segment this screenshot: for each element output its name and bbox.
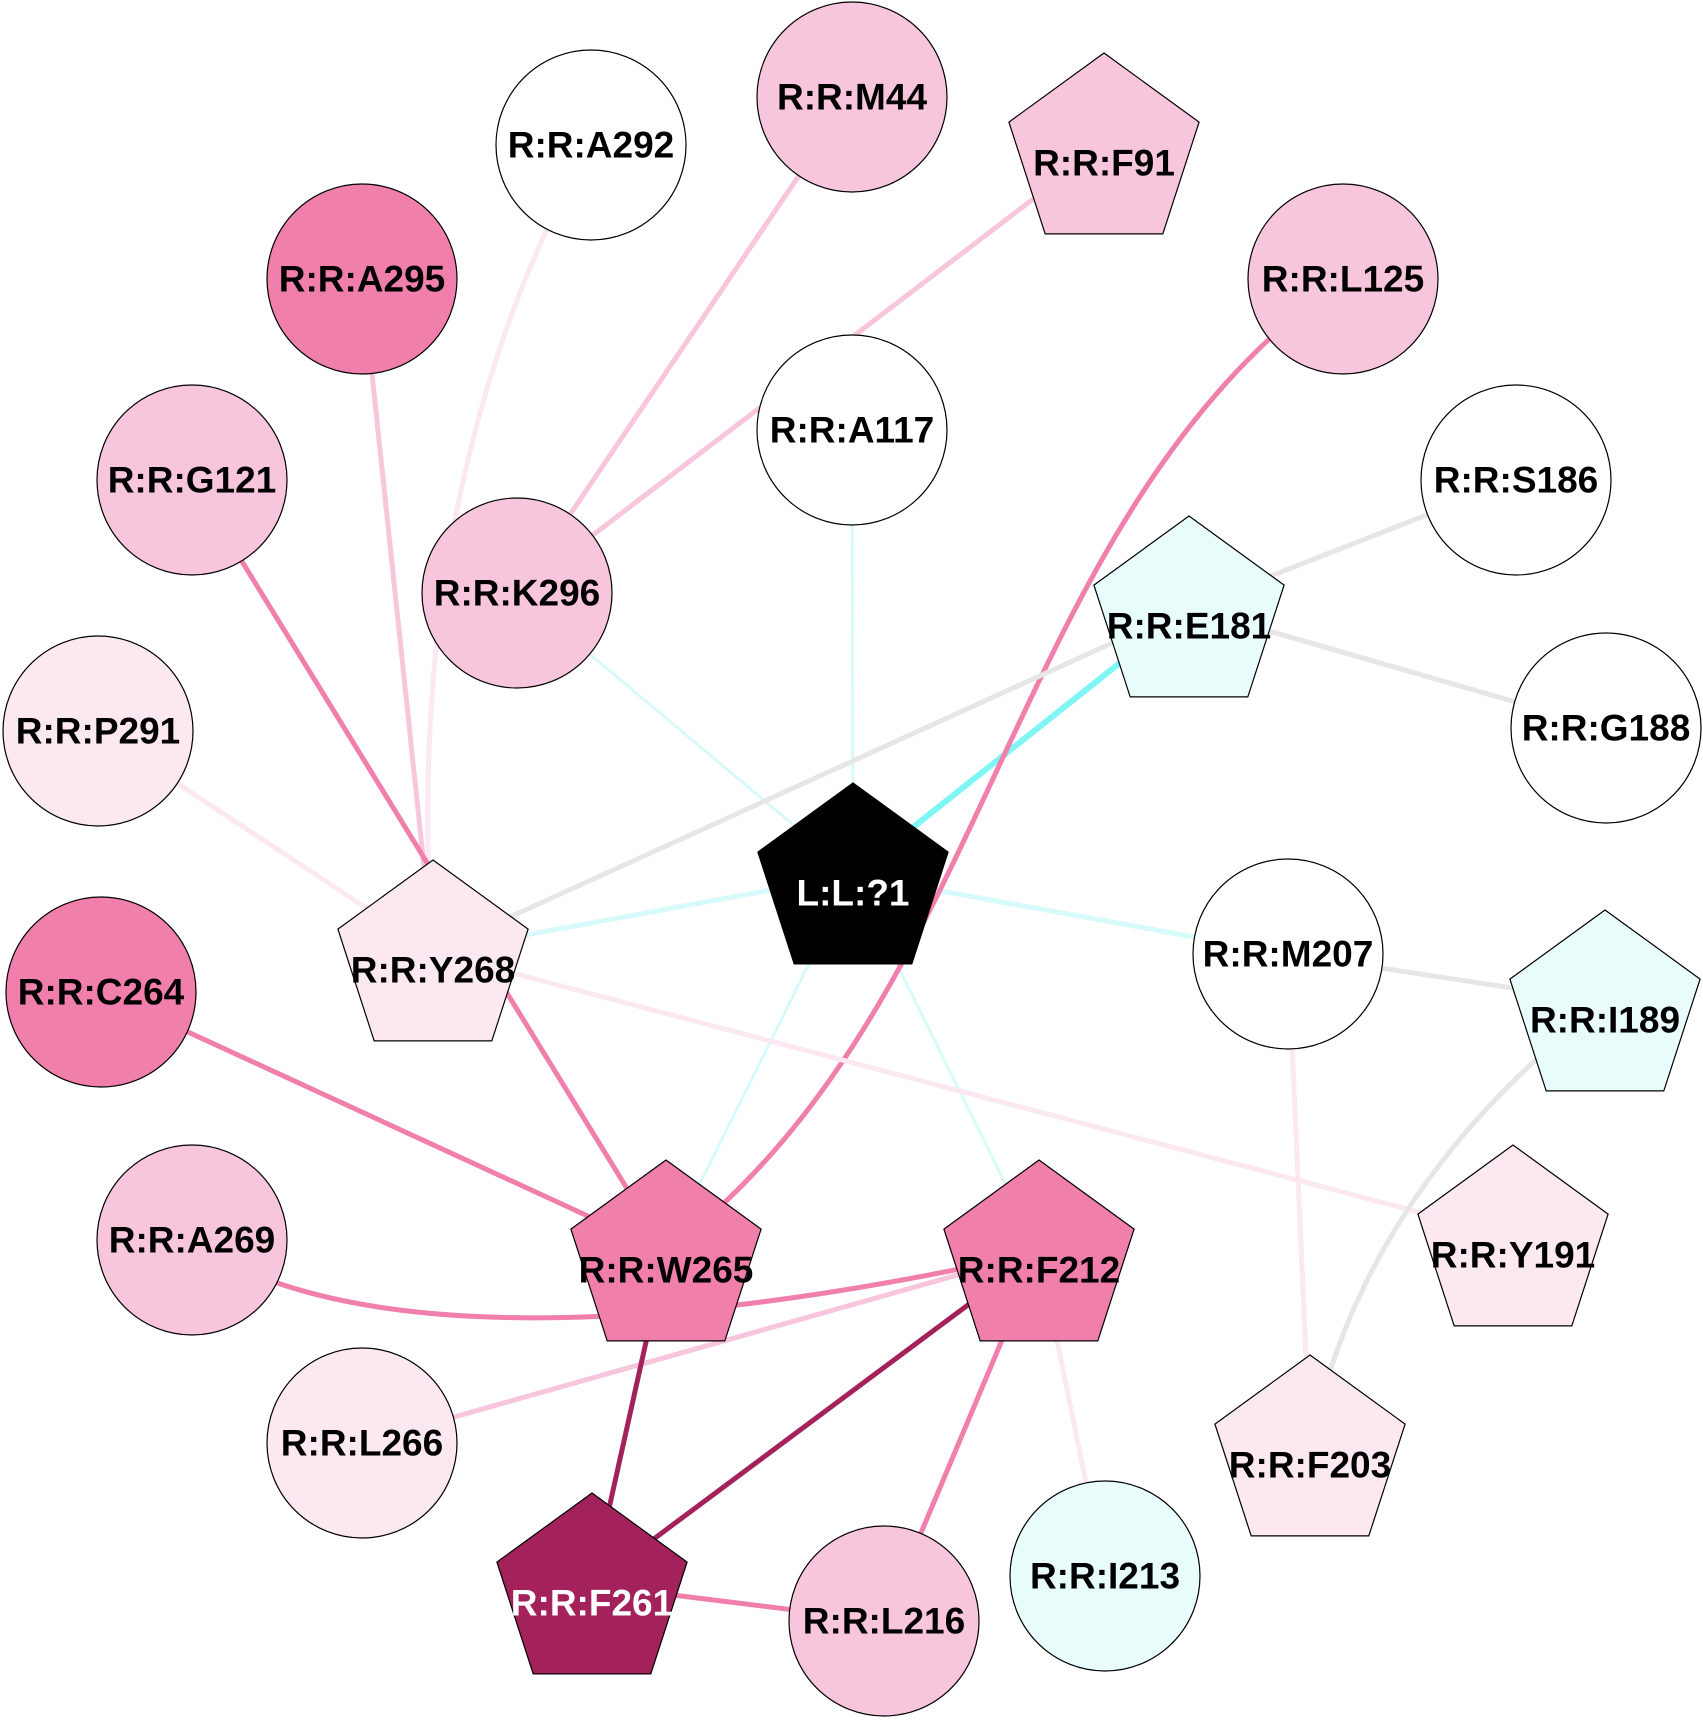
node-a117: R:R:A117 [756,334,948,526]
node-circle [1009,1480,1201,1672]
edge-C264-W265 [98,989,669,1255]
edge-Y268-Y191 [430,949,1516,1240]
edge-L266-F212 [359,1249,1042,1446]
node-circle [421,497,613,689]
node-circle [788,1525,980,1717]
node-circle [1420,384,1612,576]
node-l266: R:R:L266 [266,1347,458,1539]
node-label: R:R:G188 [1522,708,1691,749]
node-circle [1247,183,1439,375]
node-circle [1510,632,1702,824]
node-pentagon [1509,909,1701,1092]
node-pentagon [337,859,529,1042]
node-a269: R:R:A269 [96,1144,288,1336]
node-w265: R:R:W265 [570,1159,762,1342]
node-label: R:R:A292 [508,125,675,166]
node-g188: R:R:G188 [1510,632,1702,824]
edge-A295-Y268 [359,276,436,955]
node-label: R:R:A295 [279,259,446,300]
node-label: R:R:W265 [579,1250,754,1291]
node-l216: R:R:L216 [788,1525,980,1717]
node-p291: R:R:P291 [2,635,194,827]
node-label: R:R:F91 [1033,143,1175,184]
node-circle [96,1144,288,1336]
node-pentagon [1417,1144,1609,1327]
node-s186: R:R:S186 [1420,384,1612,576]
node-m207: R:R:M207 [1192,858,1384,1050]
node-label: R:R:Y191 [1431,1235,1596,1276]
node-pentagon [757,782,949,965]
node-label: R:R:L216 [803,1601,965,1642]
node-label: R:R:I189 [1530,1000,1680,1041]
node-label: R:R:M207 [1203,934,1374,975]
node-pentagon [570,1159,762,1342]
node-c264: R:R:C264 [5,896,197,1088]
node-label: R:R:C264 [18,972,185,1013]
node-label: R:R:A117 [770,410,935,451]
node-label: R:R:F203 [1229,1445,1391,1486]
node-label: R:R:Y268 [351,950,516,991]
node-circle [2,635,194,827]
node-circle [756,334,948,526]
node-circle [495,49,687,241]
node-pentagon [1093,515,1285,698]
node-label: R:R:F261 [511,1583,673,1624]
node-pentagon [1214,1354,1406,1537]
edge-L125-W265 [663,276,1346,1255]
node-label: R:R:M44 [777,77,927,118]
node-label: R:R:A269 [109,1220,276,1261]
node-e181: R:R:E181 [1093,515,1285,698]
edge-E181-Y268 [430,605,1192,955]
node-g121: R:R:G121 [96,384,288,576]
node-i189: R:R:I189 [1509,909,1701,1092]
node-f91: R:R:F91 [1008,52,1200,235]
node-a292: R:R:A292 [495,49,687,241]
node-label: R:R:K296 [434,573,601,614]
node-label: R:R:G121 [108,460,277,501]
node-k296: R:R:K296 [421,497,613,689]
edge-M44-K296 [514,94,855,596]
node-pentagon [496,1492,688,1675]
node-f212: R:R:F212 [943,1159,1135,1342]
node-f261: R:R:F261 [496,1492,688,1675]
node-circle [96,384,288,576]
node-circle [266,183,458,375]
node-label: R:R:E181 [1107,606,1272,647]
node-label: R:R:L266 [281,1423,443,1464]
node-label: L:L:?1 [796,873,909,914]
node-circle [5,896,197,1088]
node-y191: R:R:Y191 [1417,1144,1609,1327]
node-y268: R:R:Y268 [337,859,529,1042]
node-label: R:R:P291 [16,711,181,752]
node-m44: R:R:M44 [756,1,948,193]
node-l125: R:R:L125 [1247,183,1439,375]
node-label: R:R:S186 [1434,460,1599,501]
node-circle [266,1347,458,1539]
node-pentagon [1008,52,1200,235]
edge-F212-F261 [589,1249,1042,1588]
node-pentagon [943,1159,1135,1342]
node-label: R:R:I213 [1030,1556,1180,1597]
node-label: R:R:L125 [1262,259,1424,300]
node-a295: R:R:A295 [266,183,458,375]
node-lig: L:L:?1 [757,782,949,965]
node-circle [1192,858,1384,1050]
node-circle [756,1,948,193]
node-i213: R:R:I213 [1009,1480,1201,1672]
node-label: R:R:F212 [958,1250,1120,1291]
node-f203: R:R:F203 [1214,1354,1406,1537]
